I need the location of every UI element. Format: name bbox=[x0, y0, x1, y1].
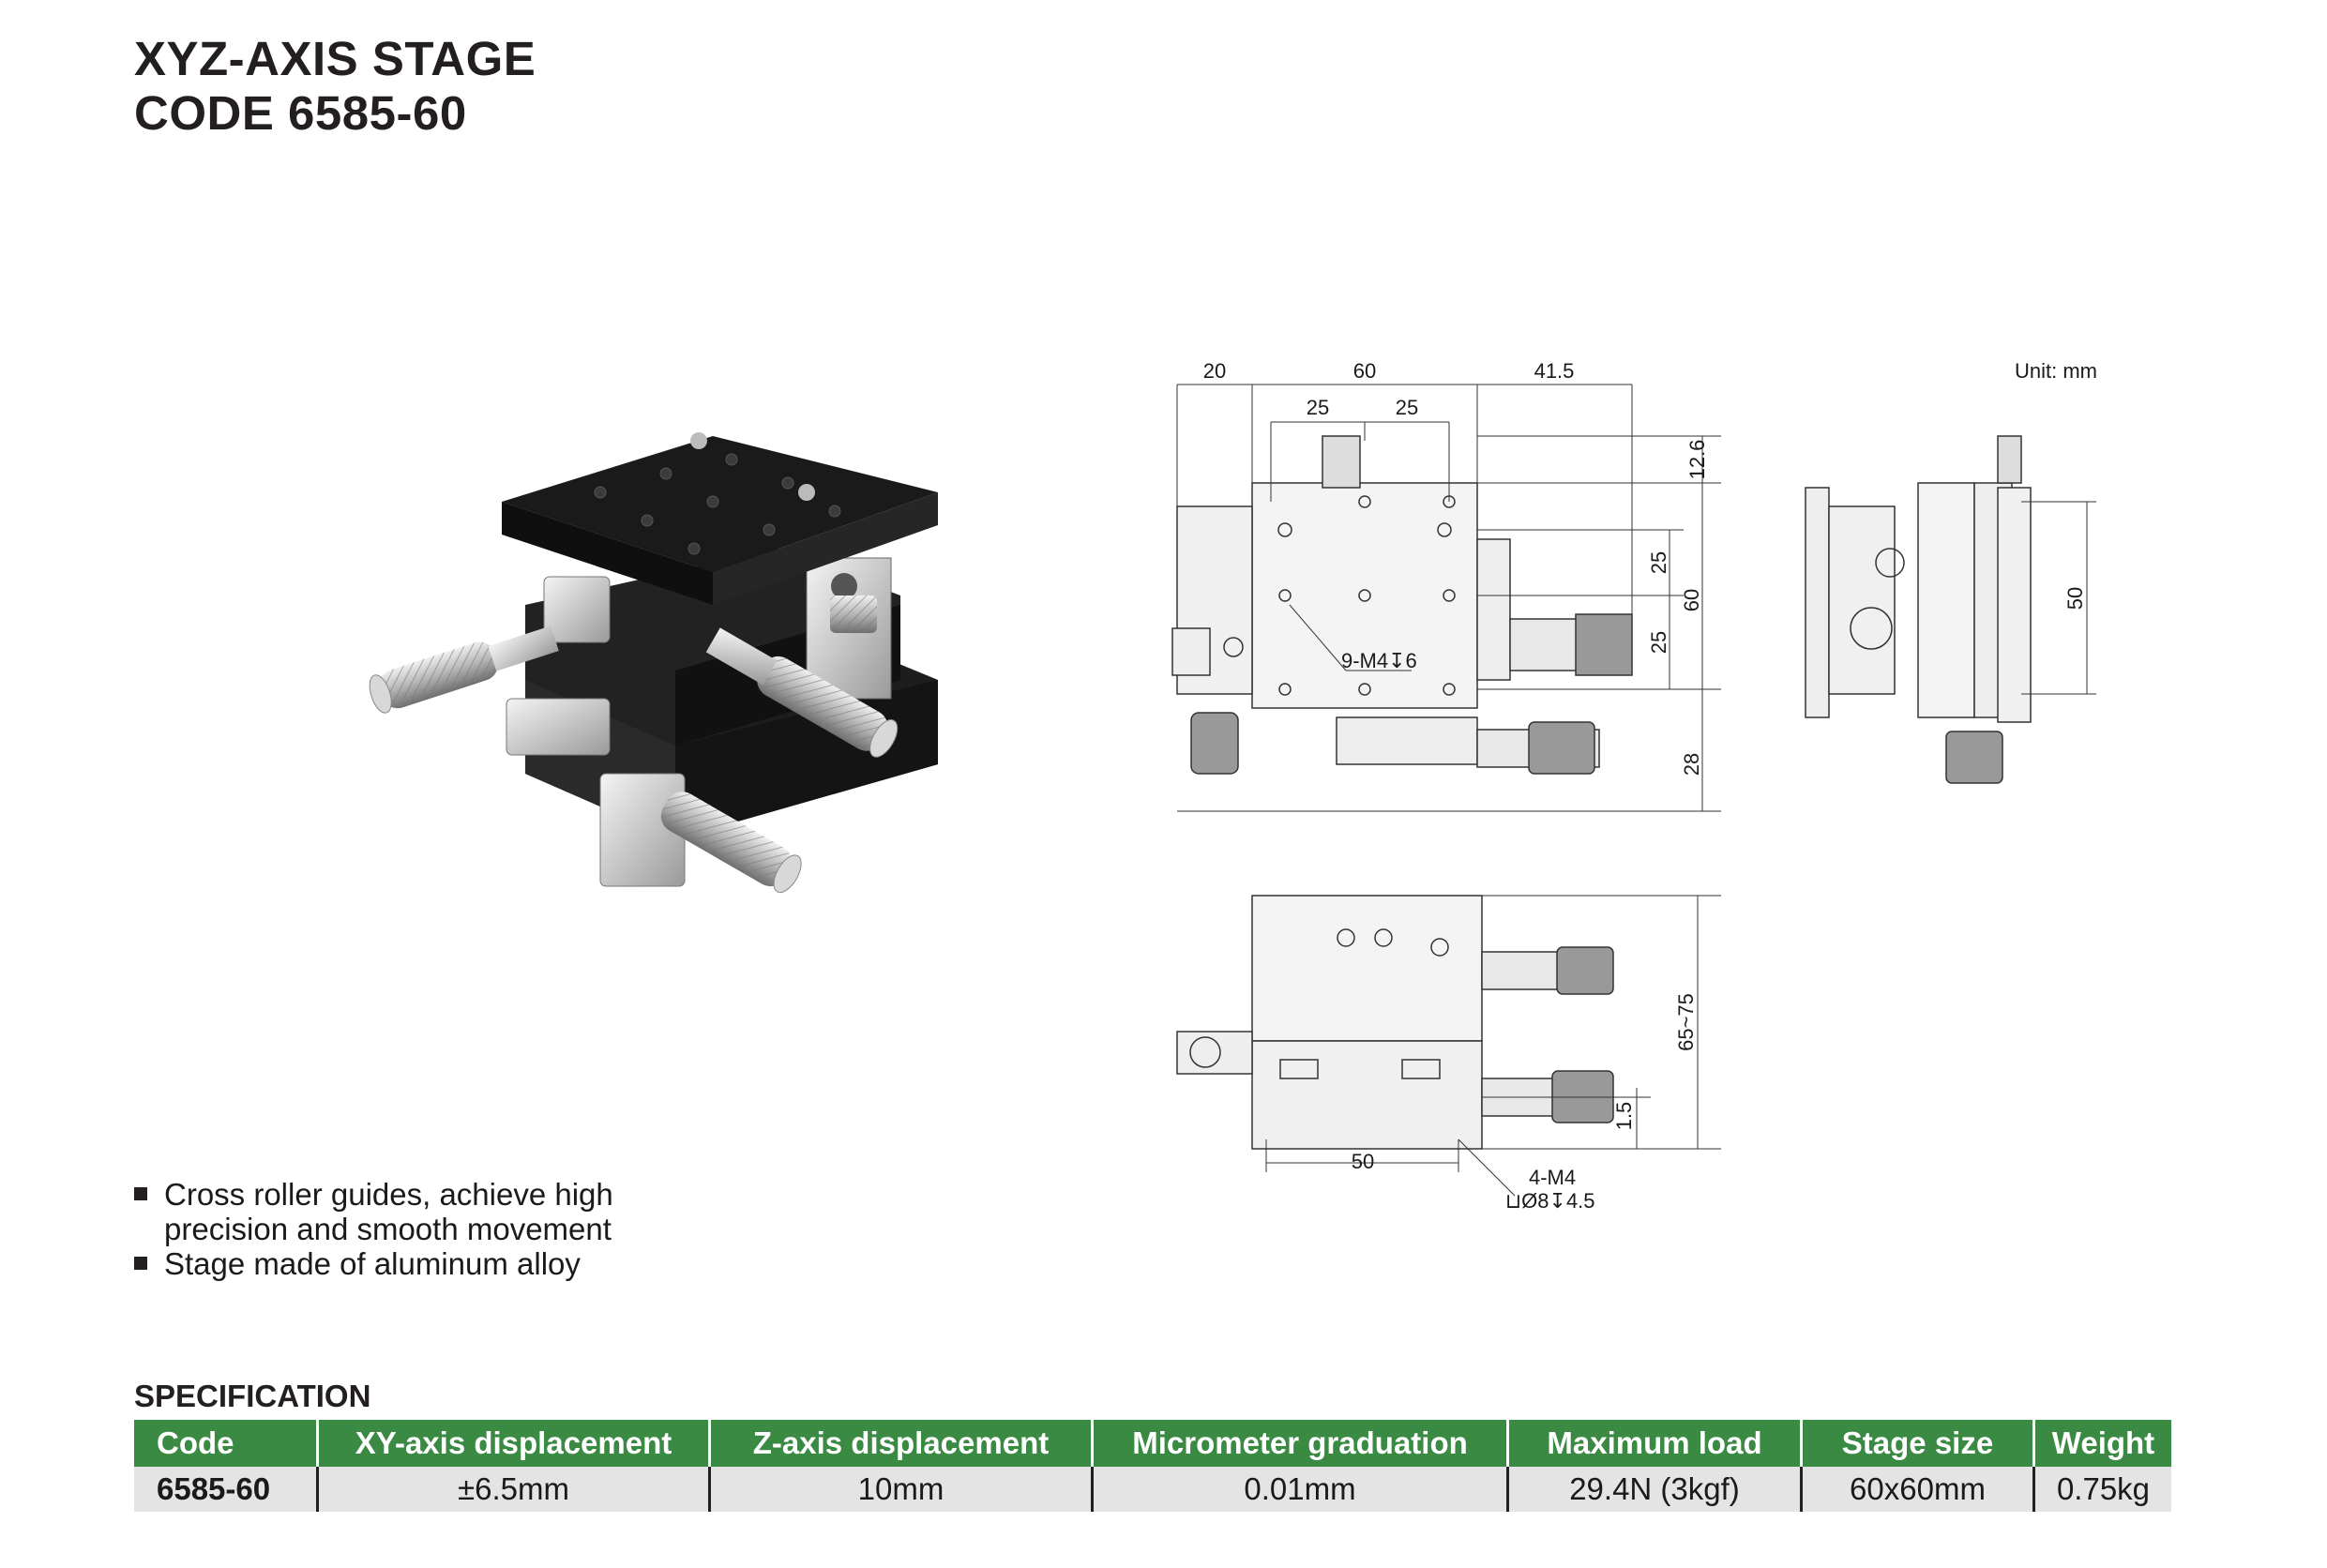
cell-xy-displacement: ±6.5mm bbox=[316, 1467, 710, 1512]
dim-top-offset: 12.6 bbox=[1685, 440, 1709, 480]
spec-heading: SPECIFICATION bbox=[134, 1379, 371, 1413]
cell-maximum-load: 29.4N (3kgf) bbox=[1506, 1467, 1802, 1512]
hole-callout-top: 9-M4↧6 bbox=[1341, 649, 1417, 672]
cell-stage-size: 60x60mm bbox=[1800, 1467, 2034, 1512]
top-view: 20 60 41.5 25 25 12.6 25 25 60 28 9-M4↧6 bbox=[1171, 359, 1721, 812]
spec-table: Code XY-axis displacement Z-axis displac… bbox=[134, 1420, 2171, 1512]
cell-micrometer-graduation: 0.01mm bbox=[1091, 1467, 1508, 1512]
product-photo bbox=[369, 432, 938, 894]
technical-drawing: 20 60 41.5 25 25 12.6 25 25 60 28 9-M4↧6… bbox=[1171, 359, 2096, 1213]
front-view: 65~75 1.5 50 4-M4 ⊔Ø8↧4.5 bbox=[1176, 895, 1721, 1213]
feature-list: Cross roller guides, achieve high precis… bbox=[134, 1177, 689, 1281]
bullet-icon bbox=[134, 1257, 147, 1270]
feature-text: Cross roller guides, achieve high precis… bbox=[164, 1177, 613, 1246]
bullet-icon bbox=[134, 1187, 147, 1200]
header-micrometer-graduation: Micrometer graduation bbox=[1091, 1420, 1508, 1467]
dim-top-left: 20 bbox=[1203, 359, 1226, 383]
side-view: 50 bbox=[1805, 435, 2096, 784]
dim-front-width: 50 bbox=[1352, 1150, 1374, 1173]
hole-callout-front-2: ⊔Ø8↧4.5 bbox=[1505, 1189, 1595, 1213]
header-stage-size: Stage size bbox=[1800, 1420, 2034, 1467]
spec-header-row: Code XY-axis displacement Z-axis displac… bbox=[134, 1420, 2171, 1467]
header-z-displacement: Z-axis displacement bbox=[708, 1420, 1093, 1467]
title-line-product: XYZ-AXIS STAGE bbox=[134, 32, 536, 85]
unit-label: Unit: mm bbox=[2015, 359, 2097, 383]
dim-side-height: 50 bbox=[2063, 587, 2087, 610]
dim-hole-b: 25 bbox=[1396, 396, 1418, 419]
page-title: XYZ-AXIS STAGE CODE 6585-60 bbox=[134, 32, 536, 141]
cell-z-displacement: 10mm bbox=[708, 1467, 1093, 1512]
dim-top-width: 60 bbox=[1353, 359, 1376, 383]
header-code: Code bbox=[134, 1420, 318, 1467]
cell-weight: 0.75kg bbox=[2032, 1467, 2171, 1512]
feature-item: Cross roller guides, achieve high precis… bbox=[134, 1177, 689, 1246]
dim-top-bottom: 28 bbox=[1680, 753, 1703, 776]
dim-hole-v2: 25 bbox=[1647, 631, 1670, 654]
dim-top-height: 60 bbox=[1680, 589, 1703, 611]
header-xy-displacement: XY-axis displacement bbox=[316, 1420, 710, 1467]
dim-front-small: 1.5 bbox=[1612, 1102, 1636, 1131]
header-maximum-load: Maximum load bbox=[1506, 1420, 1802, 1467]
dim-top-right: 41.5 bbox=[1534, 359, 1575, 383]
feature-item: Stage made of aluminum alloy bbox=[134, 1246, 689, 1281]
dim-hole-a: 25 bbox=[1307, 396, 1329, 419]
dim-hole-v1: 25 bbox=[1647, 551, 1670, 574]
cell-code: 6585-60 bbox=[134, 1467, 318, 1512]
table-row: 6585-60 ±6.5mm 10mm 0.01mm 29.4N (3kgf) … bbox=[134, 1467, 2171, 1512]
hole-callout-front-1: 4-M4 bbox=[1529, 1166, 1576, 1189]
title-line-code: CODE 6585-60 bbox=[134, 86, 467, 140]
dim-front-height: 65~75 bbox=[1674, 993, 1698, 1051]
header-weight: Weight bbox=[2032, 1420, 2171, 1467]
feature-text: Stage made of aluminum alloy bbox=[164, 1246, 581, 1281]
